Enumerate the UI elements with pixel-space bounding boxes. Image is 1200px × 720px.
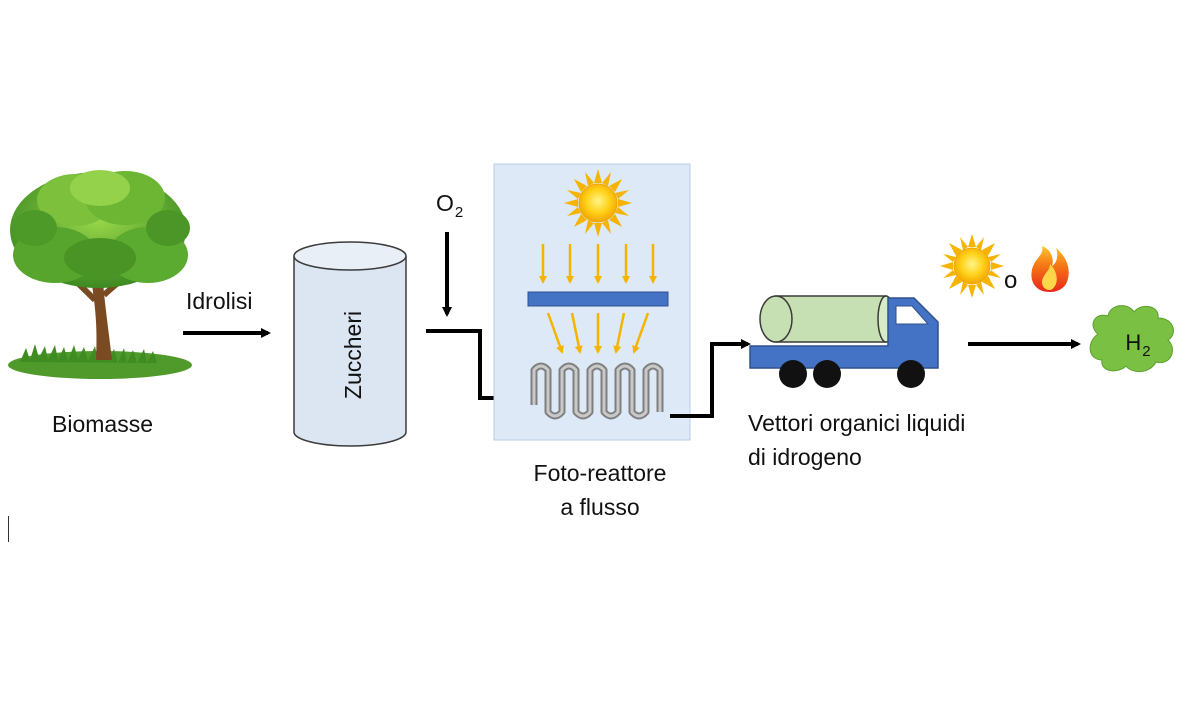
sun-icon: [564, 169, 632, 237]
photo-reactor-icon: [493, 163, 691, 441]
biomasse-label: Biomasse: [52, 411, 153, 437]
o2-base: O: [436, 190, 454, 216]
sun-icon-small: [940, 234, 1004, 298]
connector-o-label: o: [1004, 267, 1018, 294]
foto-reattore-label: Foto-reattore a flusso: [508, 456, 692, 524]
vettori-line2: di idrogeno: [748, 444, 862, 470]
zuccheri-label: Zuccheri: [340, 310, 366, 400]
cylinder-icon: [293, 241, 407, 447]
tree-icon: [8, 170, 192, 379]
vettori-line1: Vettori organici liquidi: [748, 410, 966, 436]
o2-label: O2: [436, 188, 463, 222]
text-cursor: [8, 516, 9, 542]
foto-reattore-line2: a flusso: [560, 494, 640, 520]
cloud-icon: [1089, 305, 1174, 372]
o2-subscript: 2: [454, 204, 464, 221]
arrow-to-truck: [670, 339, 751, 418]
idrolisi-label: Idrolisi: [186, 288, 253, 314]
h2-subscript: 2: [1142, 343, 1151, 360]
tanker-truck-icon: [749, 295, 939, 388]
foto-reattore-line1: Foto-reattore: [533, 460, 667, 486]
vettori-label: Vettori organici liquidi di idrogeno: [748, 406, 965, 474]
h2-label: H2: [1113, 330, 1163, 360]
flame-icon: [1031, 246, 1069, 292]
h2-base: H: [1125, 330, 1142, 355]
